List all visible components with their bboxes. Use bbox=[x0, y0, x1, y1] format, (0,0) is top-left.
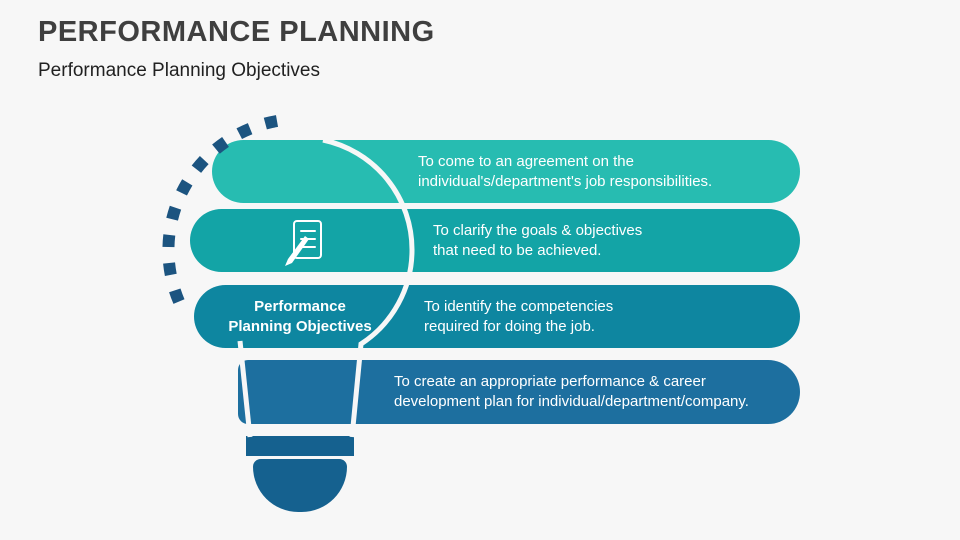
page-subtitle: Performance Planning Objectives bbox=[38, 60, 320, 81]
objective-text-1: To come to an agreement on the individua… bbox=[418, 140, 788, 203]
objective-line: To come to an agreement on the bbox=[418, 152, 634, 170]
objective-bar-3 bbox=[194, 285, 800, 348]
bulb-label-line-1: Performance bbox=[254, 298, 346, 315]
page-title: PERFORMANCE PLANNING bbox=[38, 16, 435, 48]
objective-line: To clarify the goals & objectives bbox=[433, 221, 643, 239]
bulb-label-line-2: Planning Objectives bbox=[228, 318, 372, 335]
objective-line: development plan for individual/departme… bbox=[394, 393, 749, 410]
bulb-neck bbox=[246, 436, 354, 456]
objective-text-2: To clarify the goals & objectives that n… bbox=[433, 209, 773, 272]
bulb-label: Performance Planning Objectives bbox=[205, 297, 395, 337]
objective-line: that need to be achieved. bbox=[433, 241, 602, 259]
objective-text-4: To create an appropriate performance & c… bbox=[394, 360, 789, 424]
objective-line: individual's/department's job responsibi… bbox=[418, 172, 713, 190]
objective-line: To identify the competencies bbox=[424, 297, 614, 315]
objective-text-3: To identify the competencies required fo… bbox=[424, 285, 764, 348]
bulb-cap bbox=[253, 459, 347, 512]
objective-line: required for doing the job. bbox=[424, 317, 595, 335]
objective-line: To create an appropriate performance & c… bbox=[394, 373, 706, 390]
objective-bar-1 bbox=[212, 140, 800, 203]
